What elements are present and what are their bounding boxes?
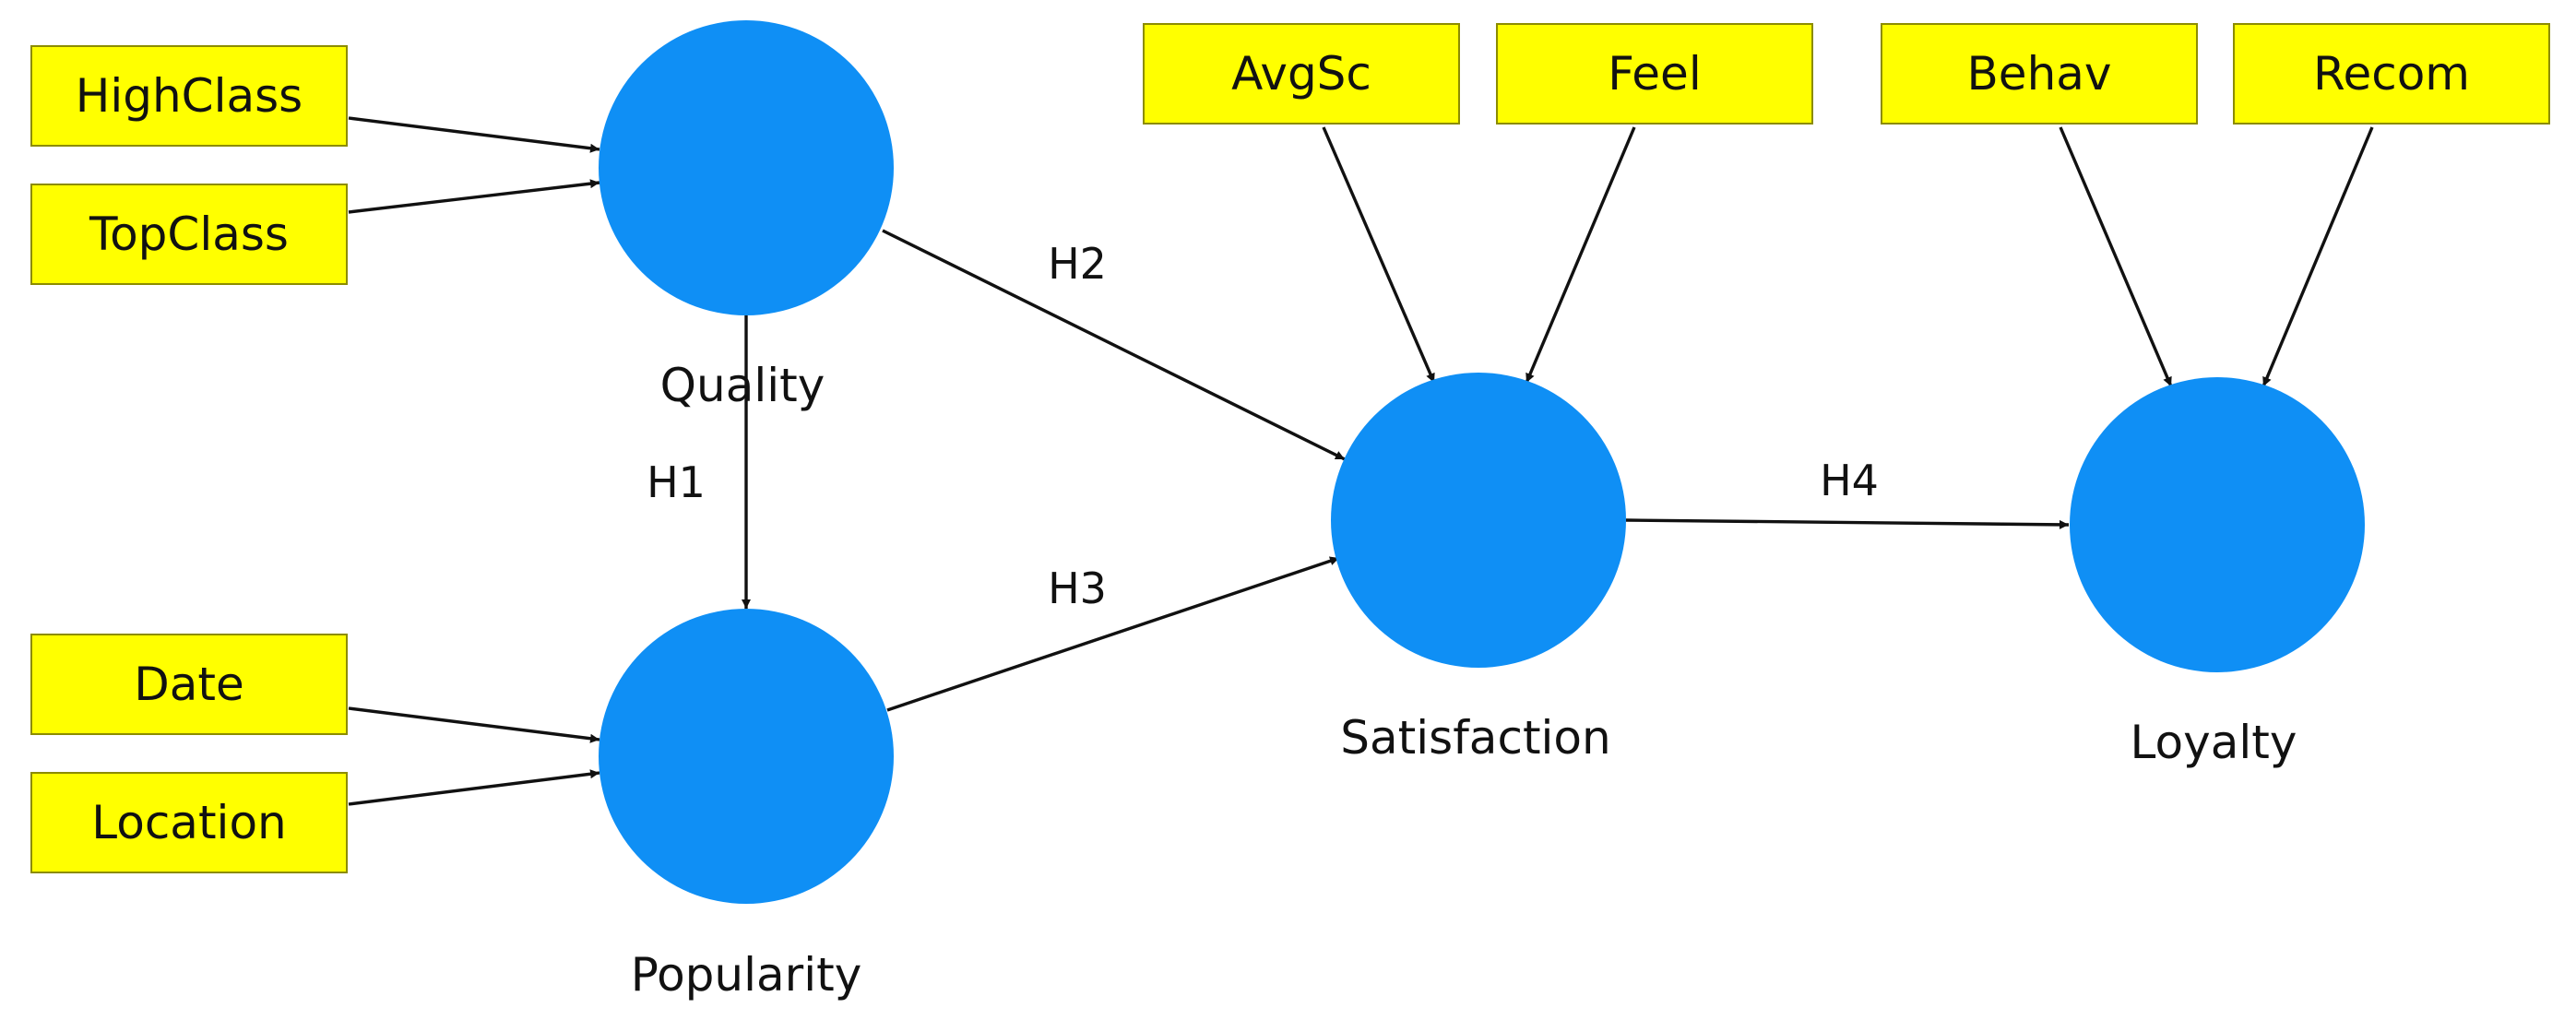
indicator-label: HighClass — [76, 69, 303, 123]
construct-circle — [599, 609, 894, 904]
indicator-box — [30, 772, 348, 873]
arrow-h3-popularity-to-satisfaction — [886, 556, 1340, 712]
indicator-label: Behav — [1967, 47, 2112, 101]
indicator-box — [30, 45, 348, 147]
indicator-location: Location — [30, 772, 348, 873]
indicator-box — [1881, 23, 2198, 125]
arrow-h2-quality-to-satisfaction — [882, 229, 1346, 461]
indicator-behav: Behav — [1881, 23, 2198, 125]
arrow-highclass-to-quality — [348, 116, 600, 153]
construct-loyalty: Loyalty — [2070, 377, 2365, 769]
indicator-feel: Feel — [1496, 23, 1813, 125]
hypothesis-label-h3: H3 — [1048, 563, 1107, 613]
indicator-box — [1143, 23, 1460, 125]
indicator-date: Date — [30, 634, 348, 735]
arrow-topclass-to-quality — [348, 179, 600, 214]
construct-satisfaction: Satisfaction — [1331, 373, 1626, 765]
arrow-h4-satisfaction-to-loyalty — [1625, 518, 2070, 529]
arrow-behav-to-loyalty — [2059, 126, 2173, 387]
arrow-avgsc-to-satisfaction — [1322, 126, 1436, 384]
indicator-topclass: TopClass — [30, 184, 348, 285]
indicator-label: TopClass — [89, 208, 289, 261]
indicator-box — [30, 184, 348, 285]
construct-label: Popularity — [631, 948, 862, 1002]
indicator-avgsc: AvgSc — [1143, 23, 1460, 125]
indicator-recom: Recom — [2233, 23, 2550, 125]
indicator-label: Date — [134, 658, 244, 711]
indicator-highclass: HighClass — [30, 45, 348, 147]
construct-quality: Quality — [599, 20, 894, 412]
arrow-feel-to-satisfaction — [1525, 126, 1636, 384]
indicator-box — [2233, 23, 2550, 125]
arrow-date-to-popularity — [348, 706, 600, 743]
construct-label: Loyalty — [2131, 716, 2297, 769]
indicator-box — [1496, 23, 1813, 125]
construct-label: Quality — [660, 359, 825, 412]
construct-circle — [2070, 377, 2365, 672]
arrow-location-to-popularity — [348, 769, 600, 806]
construct-circle — [1331, 373, 1626, 668]
construct-popularity: Popularity — [599, 609, 894, 1002]
hypothesis-label-h1: H1 — [647, 457, 706, 507]
construct-circle — [599, 20, 894, 315]
hypothesis-label-h2: H2 — [1048, 239, 1107, 289]
indicator-label: Recom — [2313, 47, 2470, 101]
hypothesis-label-h4: H4 — [1820, 456, 1879, 505]
construct-label: Satisfaction — [1340, 711, 1610, 765]
arrows — [348, 116, 2374, 806]
indicator-label: AvgSc — [1231, 47, 1371, 101]
indicator-label: Feel — [1608, 47, 1701, 101]
indicator-label: Location — [91, 796, 286, 849]
arrow-recom-to-loyalty — [2261, 126, 2374, 387]
indicator-box — [30, 634, 348, 735]
